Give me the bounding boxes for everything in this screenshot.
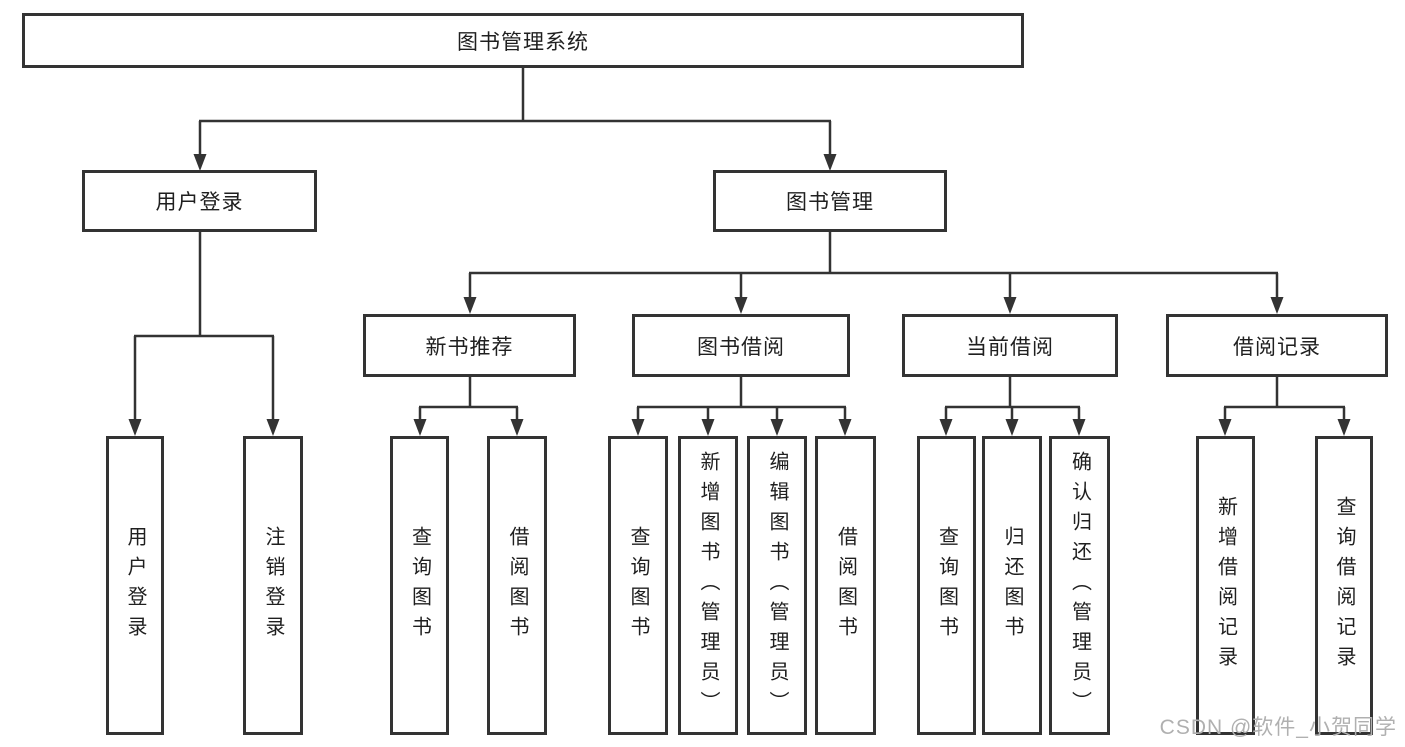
node-label: 注销登录 (262, 525, 284, 646)
node-user-login-branch: 用户登录 (82, 170, 317, 232)
node-label: 借阅图书 (506, 525, 528, 646)
node-label: 用户登录 (155, 191, 244, 214)
leaf-query-books-recommend: 查询图书 (390, 436, 449, 735)
leaf-return-book: 归还图书 (982, 436, 1042, 735)
node-label: 编辑图书（管理员） (766, 450, 788, 721)
node-label: 查询借阅记录 (1333, 495, 1355, 676)
node-book-management: 图书管理 (713, 170, 947, 232)
watermark-csdn: CSDN @软件_小贺同学 (1159, 716, 1397, 739)
leaf-add-borrow-record: 新增借阅记录 (1196, 436, 1255, 735)
leaf-borrow-books-recommend: 借阅图书 (487, 436, 547, 735)
node-label: 查询图书 (408, 525, 431, 646)
node-label: 查询图书 (627, 525, 649, 646)
node-label: 新增借阅记录 (1214, 495, 1237, 676)
node-label: 图书借阅 (697, 335, 785, 359)
node-current-borrowing: 当前借阅 (902, 314, 1118, 377)
leaf-edit-book-admin: 编辑图书（管理员） (747, 436, 807, 735)
node-label: 新增图书（管理员） (697, 450, 719, 721)
node-label: 借阅记录 (1233, 335, 1321, 359)
leaf-user-login: 用户登录 (106, 436, 164, 735)
leaf-query-books-borrow: 查询图书 (608, 436, 668, 735)
leaf-borrow-books: 借阅图书 (815, 436, 876, 735)
leaf-query-borrow-record: 查询借阅记录 (1315, 436, 1373, 735)
node-label: 确认归还（管理员） (1068, 450, 1091, 721)
leaf-logout: 注销登录 (243, 436, 303, 735)
node-label: 新书推荐 (425, 335, 514, 359)
node-label: 归还图书 (1001, 525, 1023, 646)
leaf-confirm-return-admin: 确认归还（管理员） (1049, 436, 1110, 735)
node-label: 借阅图书 (834, 525, 857, 646)
node-book-borrowing: 图书借阅 (632, 314, 850, 377)
node-borrowing-records: 借阅记录 (1166, 314, 1388, 377)
node-label: 用户登录 (124, 525, 146, 646)
node-label: 当前借阅 (966, 335, 1054, 359)
node-new-book-recommendation: 新书推荐 (363, 314, 576, 377)
node-label: 图书管理系统 (457, 30, 589, 54)
node-library-system: 图书管理系统 (22, 13, 1024, 68)
node-label: 图书管理 (786, 191, 874, 214)
leaf-query-books-current: 查询图书 (917, 436, 976, 735)
leaf-add-book-admin: 新增图书（管理员） (678, 436, 738, 735)
node-label: 查询图书 (935, 525, 958, 646)
